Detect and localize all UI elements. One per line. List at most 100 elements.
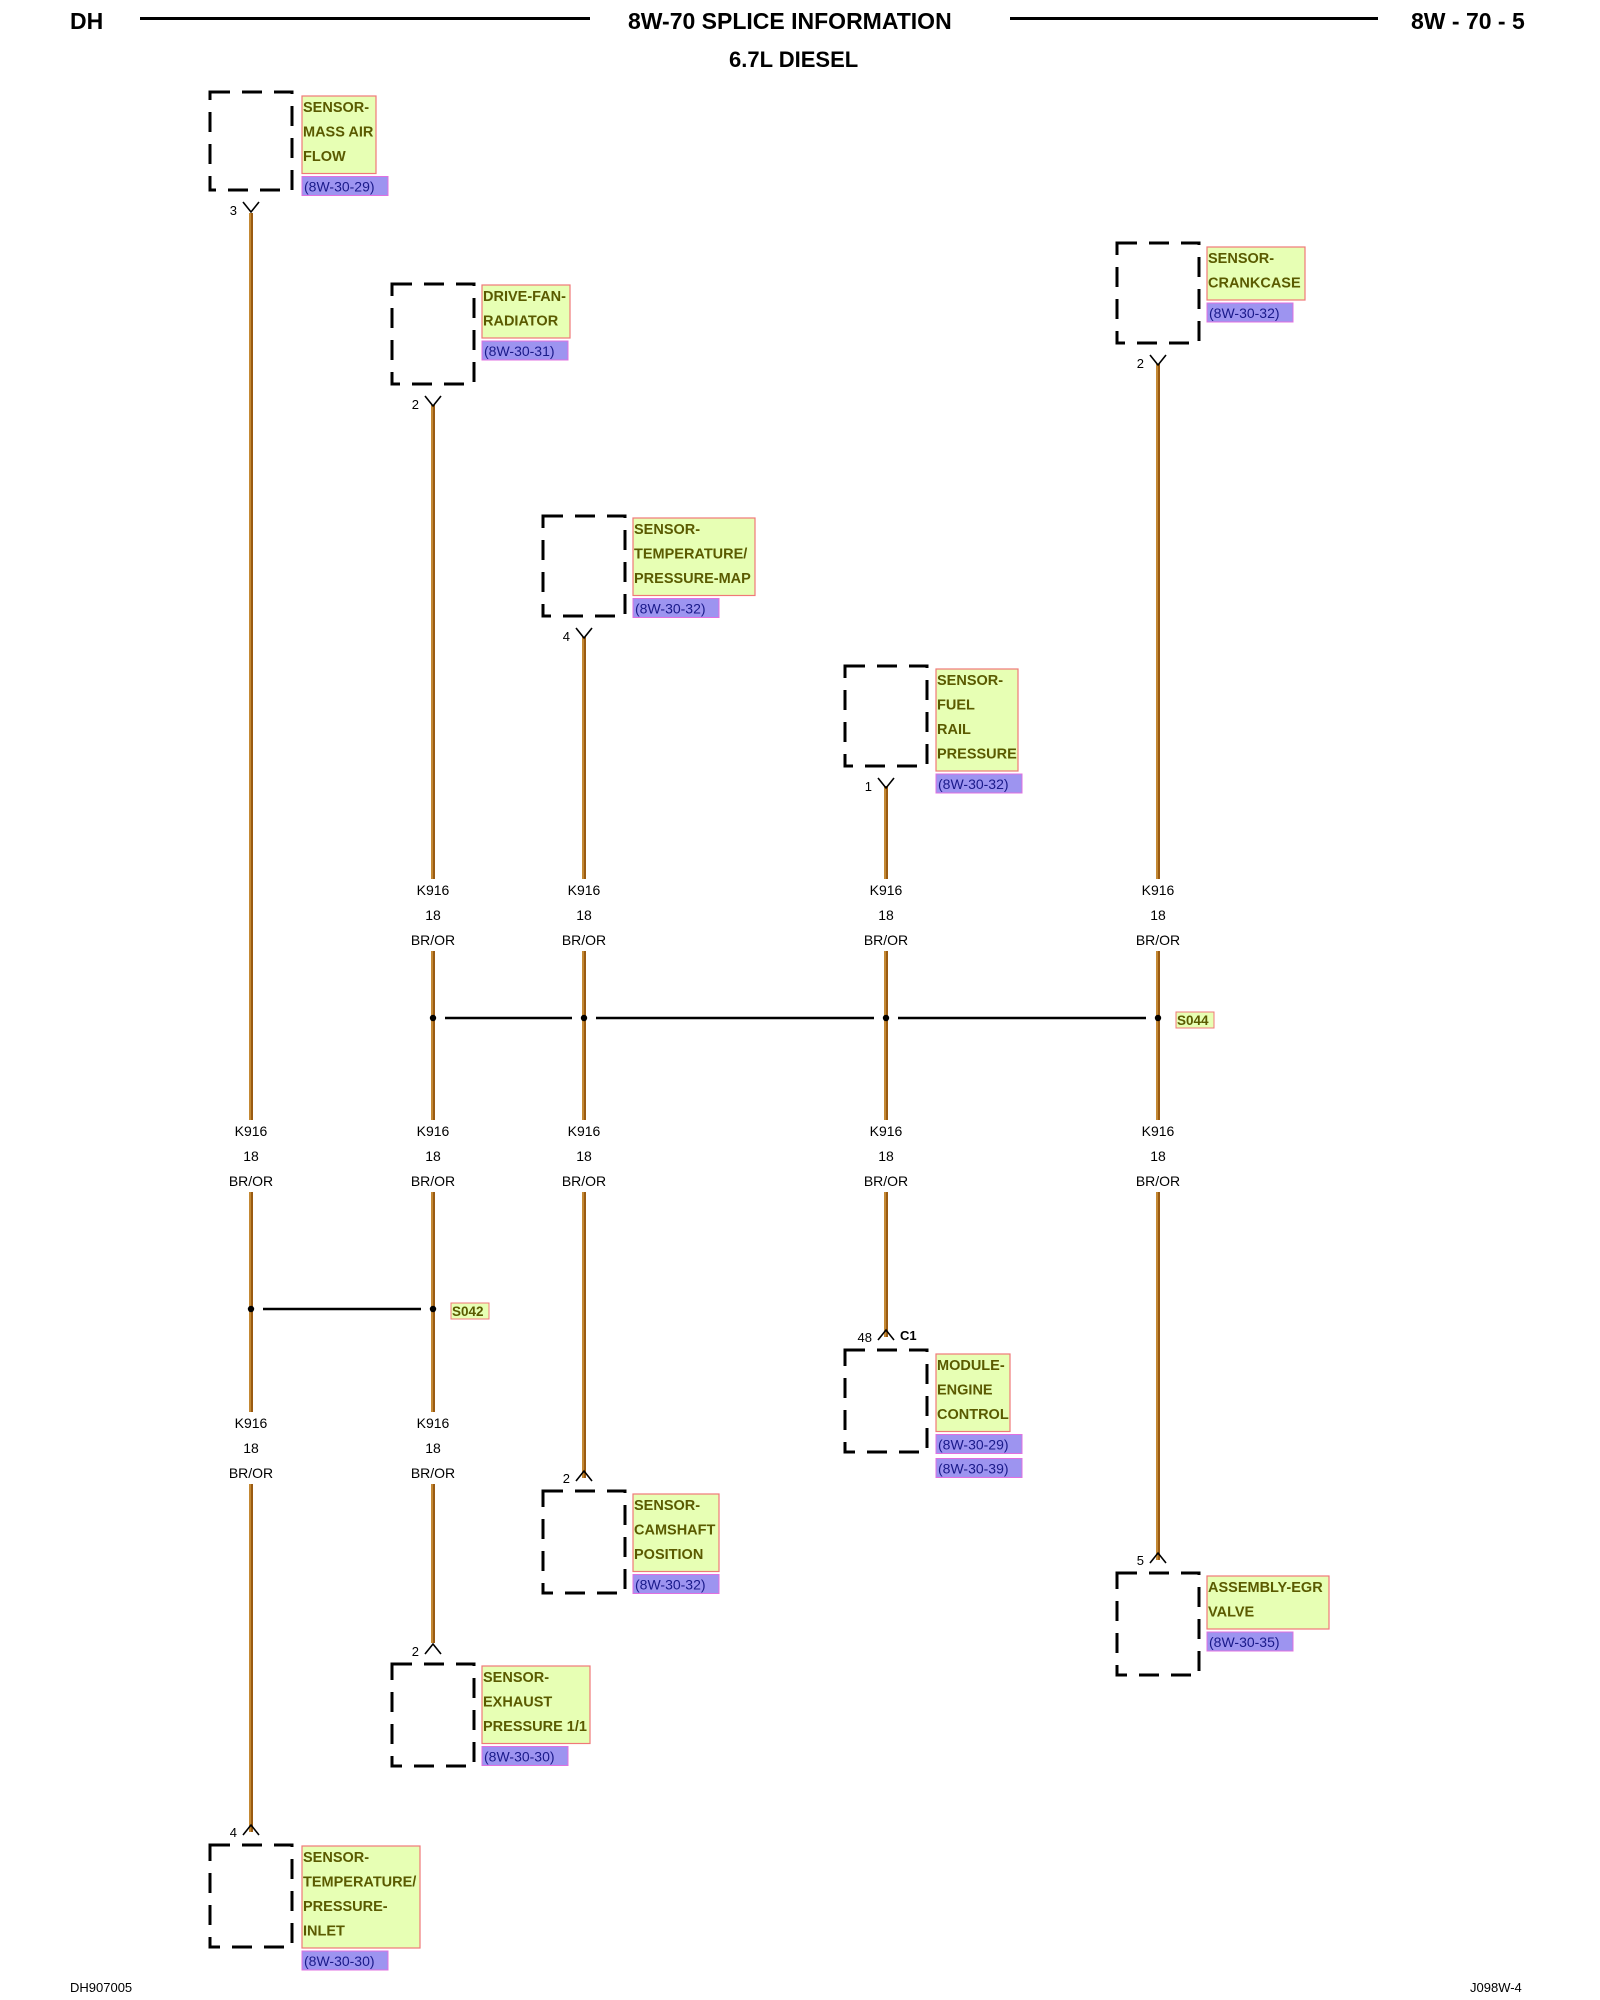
component-exh-box — [390, 1662, 476, 1768]
component-crank-ref-box — [1206, 302, 1294, 323]
component-frp-ref-link[interactable]: (8W-30-32) — [938, 776, 1009, 792]
component-cam-name-line: POSITION — [634, 1547, 703, 1563]
component-cam-ref-box — [632, 1574, 720, 1594]
component-frp-ref-box — [935, 773, 1023, 794]
component-map-ref-box — [632, 598, 720, 618]
component-map-box — [541, 514, 627, 618]
wire-label-line: BR/OR — [411, 932, 455, 948]
wire-label-line: 18 — [878, 1148, 894, 1164]
wire-label-line: BR/OR — [229, 1173, 273, 1189]
component-map-name-line: SENSOR- — [634, 522, 700, 538]
component-maf-name-box — [301, 95, 377, 175]
wire-label-line: BR/OR — [864, 1173, 908, 1189]
wire-label-gap — [850, 1120, 922, 1192]
component-frp-name-line: PRESSURE — [937, 747, 1017, 763]
wire-label-line: BR/OR — [411, 1173, 455, 1189]
component-inlet-name-line: SENSOR- — [303, 1850, 369, 1866]
component-exh-name-box — [481, 1665, 591, 1745]
component-map-ref-link[interactable]: (8W-30-32) — [635, 601, 706, 617]
pin-number-egr: 5 — [1137, 1553, 1144, 1568]
header-rule-right — [1010, 17, 1378, 20]
wire-label-gap — [215, 1120, 287, 1192]
splice-s044-node — [882, 1014, 890, 1022]
wire-label-line: BR/OR — [1136, 932, 1180, 948]
component-crank-name-line: CRANKCASE — [1208, 276, 1301, 292]
component-inlet-ref-link[interactable]: (8W-30-30) — [304, 1953, 375, 1969]
connector-egr-symbol — [1149, 1551, 1167, 1564]
wire-label-line: K916 — [235, 1415, 268, 1431]
component-exh-ref-link[interactable]: (8W-30-30) — [484, 1749, 555, 1765]
component-cam-name-line: SENSOR- — [634, 1498, 700, 1514]
component-cam-box — [541, 1489, 627, 1595]
header-left-code: DH — [70, 8, 104, 34]
wire-label-line: BR/OR — [229, 1465, 273, 1481]
component-cam-ref-link[interactable]: (8W-30-32) — [635, 1577, 706, 1593]
component-inlet-name-line: TEMPERATURE/ — [303, 1875, 416, 1891]
component-maf-box — [208, 90, 294, 192]
wire-label-line: 18 — [1150, 907, 1166, 923]
splice-s042-node — [247, 1305, 255, 1313]
wire-label-gap — [548, 1120, 620, 1192]
component-fan-name-line: DRIVE-FAN- — [483, 289, 566, 305]
component-egr-name-box — [1206, 1575, 1330, 1630]
wire-label-line: 18 — [1150, 1148, 1166, 1164]
component-fan-name-box — [481, 284, 571, 339]
wire-label-line: 18 — [243, 1440, 259, 1456]
component-frp-name-line: SENSOR- — [937, 673, 1003, 689]
connector-map-symbol — [575, 627, 593, 640]
component-crank-name-line: SENSOR- — [1208, 251, 1274, 267]
component-ecm-ref-link[interactable]: (8W-30-39) — [938, 1461, 1009, 1477]
wire-label-line: 18 — [425, 1148, 441, 1164]
wire-label-gap — [397, 1120, 469, 1192]
component-ecm-name-line: CONTROL — [937, 1407, 1009, 1423]
component-inlet-box — [208, 1843, 294, 1949]
page-title: 8W-70 SPLICE INFORMATION — [628, 8, 952, 34]
splice-s044-node — [429, 1014, 437, 1022]
component-inlet-name-line: INLET — [303, 1924, 345, 1940]
pin-number-map: 4 — [563, 629, 570, 644]
page-subtitle: 6.7L DIESEL — [729, 47, 859, 72]
connector-id-ecm: C1 — [900, 1328, 917, 1343]
page-number: 8W - 70 - 5 — [1411, 8, 1525, 34]
pin-number-maf: 3 — [230, 203, 237, 218]
pin-number-exh: 2 — [412, 1644, 419, 1659]
component-crank-ref-link[interactable]: (8W-30-32) — [1209, 305, 1280, 321]
component-ecm-box — [843, 1348, 929, 1454]
component-cam-name-line: CAMSHAFT — [634, 1523, 715, 1539]
wire-label-gap — [1122, 879, 1194, 951]
wire-label-line: 18 — [878, 907, 894, 923]
component-cam-name-box — [632, 1493, 720, 1573]
component-ecm-name-line: MODULE- — [937, 1358, 1005, 1374]
wire-label-line: 18 — [576, 907, 592, 923]
wire-label-line: BR/OR — [411, 1465, 455, 1481]
connector-frp-symbol — [877, 777, 895, 790]
wire-label-line: 18 — [243, 1148, 259, 1164]
wire-label-line: K916 — [235, 1123, 268, 1139]
component-frp-name-line: RAIL — [937, 722, 971, 738]
wire-label-line: K916 — [568, 1123, 601, 1139]
component-ecm-ref-link[interactable]: (8W-30-29) — [938, 1437, 1009, 1453]
footer-right-code: J098W-4 — [1470, 1980, 1522, 1995]
splice-s042-label-box — [450, 1302, 490, 1320]
wire-label-gap — [850, 879, 922, 951]
component-map-name-line: PRESSURE-MAP — [634, 571, 751, 587]
wire-label-line: K916 — [1142, 882, 1175, 898]
component-fan-box — [390, 282, 476, 386]
wire-label-gap — [1122, 1120, 1194, 1192]
component-frp-box — [843, 664, 929, 768]
component-fan-ref-link[interactable]: (8W-30-31) — [484, 343, 555, 359]
pin-number-fan: 2 — [412, 397, 419, 412]
component-inlet-name-line: PRESSURE- — [303, 1899, 388, 1915]
splice-s044-label: S044 — [1177, 1013, 1209, 1028]
connector-exh-symbol — [424, 1642, 442, 1655]
component-maf-ref-box — [301, 176, 389, 196]
component-exh-name-line: EXHAUST — [483, 1695, 552, 1711]
footer-left-code: DH907005 — [70, 1980, 133, 1995]
component-maf-ref-link[interactable]: (8W-30-29) — [304, 179, 375, 195]
component-egr-ref-link[interactable]: (8W-30-35) — [1209, 1634, 1280, 1650]
pin-number-frp: 1 — [865, 779, 872, 794]
wire-label-line: BR/OR — [1136, 1173, 1180, 1189]
wire-label-line: 18 — [425, 907, 441, 923]
wire-label-line: 18 — [425, 1440, 441, 1456]
component-fan-ref-box — [481, 340, 569, 361]
